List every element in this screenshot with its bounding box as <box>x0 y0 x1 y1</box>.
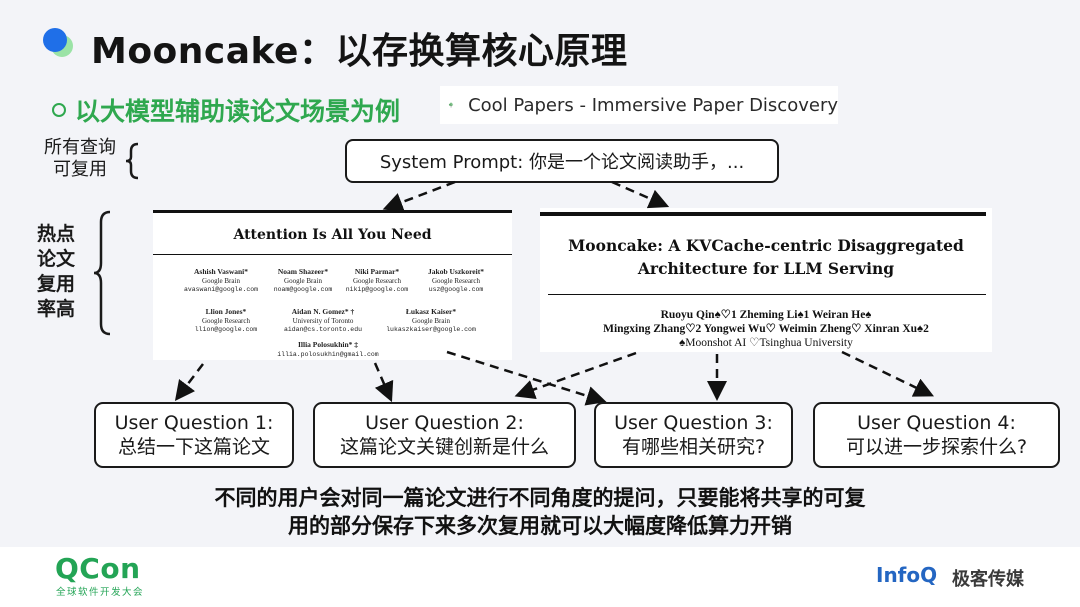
paper2-title-line1: Mooncake: A KVCache-centric Disaggregate… <box>568 236 964 255</box>
author-affil: Google Brain <box>202 276 240 285</box>
brace-small-icon <box>125 142 139 180</box>
paper1-author: Llion Jones* Google Research llion@googl… <box>183 307 269 335</box>
subtitle: 以大模型辅助读论文场景为例 <box>75 97 401 126</box>
bullet-ring-icon <box>52 103 66 117</box>
arrow-paper2-q4 <box>841 350 935 397</box>
paper1-author: Illia Polosukhin* ‡ illia.polosukhin@gma… <box>273 340 383 359</box>
question-box-3: User Question 3: 有哪些相关研究? <box>594 402 793 468</box>
author-affil: Google Research <box>201 316 250 325</box>
author-name: Aidan N. Gomez* † <box>291 307 355 316</box>
arrow-paper1-q1 <box>174 363 204 401</box>
question-2-label: User Question 2: <box>365 412 524 434</box>
author-email: lukaszkaiser@google.com <box>386 326 476 333</box>
question-box-4: User Question 4: 可以进一步探索什么? <box>813 402 1060 468</box>
question-1-text: 总结一下这篇论文 <box>117 436 270 458</box>
paper2-top-rule <box>540 212 986 216</box>
arrow-paper1-q2 <box>373 362 394 403</box>
blue-green-dot-icon <box>43 28 73 57</box>
label-hot-line4: 率高 <box>36 298 75 320</box>
infoq-logo: InfoQ <box>876 563 938 587</box>
question-3-label: User Question 3: <box>614 412 773 434</box>
subtitle-row: 以大模型辅助读论文场景为例 <box>52 92 400 128</box>
question-4-label: User Question 4: <box>857 412 1016 434</box>
label-hot-line2: 论文 <box>36 248 75 270</box>
paper-attention: Attention Is All You Need Ashish Vaswani… <box>153 210 512 360</box>
author-name: Noam Shazeer* <box>277 267 329 276</box>
paper1-author: Aidan N. Gomez* † University of Toronto … <box>273 307 373 335</box>
author-affil: Google Brain <box>412 316 450 325</box>
paper-mooncake: Mooncake: A KVCache-centric Disaggregate… <box>540 208 992 352</box>
arrow-paper2-q2 <box>514 351 637 400</box>
author-email: illia.polosukhin@gmail.com <box>277 350 379 358</box>
question-2-text: 这篇论文关键创新是什么 <box>339 436 549 458</box>
paper1-author: Ashish Vaswani* Google Brain avaswani@go… <box>177 267 265 295</box>
paper2-title: Mooncake: A KVCache-centric Disaggregate… <box>540 234 992 280</box>
label-hot-line1: 热点 <box>36 223 75 245</box>
page-title: Mooncake：以存换算核心原理 <box>91 31 628 72</box>
label-reuse: 所有查询 可复用 <box>36 137 124 181</box>
paper1-bottom-rule <box>153 254 512 255</box>
author-name: Łukasz Kaiser* <box>405 307 457 316</box>
summary-line-2: 用的部分保存下来多次复用就可以大幅度降低算力开销 <box>288 514 792 538</box>
author-name: Illia Polosukhin* ‡ <box>297 340 359 349</box>
arrow-prompt-paper2 <box>611 180 670 209</box>
author-email: aidan@cs.toronto.edu <box>283 326 362 333</box>
qcon-subtitle: 全球软件开发大会 <box>56 587 145 598</box>
author-affil: University of Toronto <box>292 316 354 325</box>
author-email: avaswani@google.com <box>183 286 259 293</box>
paper1-author: Łukasz Kaiser* Google Brain lukaszkaiser… <box>375 307 487 335</box>
footer-bar <box>0 547 1080 607</box>
author-affil: Google Research <box>431 276 480 285</box>
paper1-title: Attention Is All You Need <box>233 227 432 243</box>
paper2-authors-line1: Ruoyu Qin♠♡1 Zheming Li♠1 Weiran He♠ <box>660 309 872 321</box>
coolpapers-banner: Cool Papers - Immersive Paper Discovery <box>440 86 838 124</box>
question-4-text: 可以进一步探索什么? <box>845 436 1028 458</box>
author-affil: Google Brain <box>284 276 322 285</box>
author-email: noam@google.com <box>273 286 333 293</box>
question-box-1: User Question 1: 总结一下这篇论文 <box>94 402 294 468</box>
question-3-text: 有哪些相关研究? <box>621 436 766 458</box>
author-email: usz@google.com <box>428 286 484 293</box>
author-name: Llion Jones* <box>205 307 247 316</box>
question-1-label: User Question 1: <box>114 412 274 434</box>
geek-media-logo: 极客传媒 <box>952 569 1024 590</box>
paper2-affiliations: ♠Moonshot AI ♡Tsinghua University <box>679 337 853 349</box>
label-hot-line3: 复用 <box>36 273 75 295</box>
author-name: Ashish Vaswani* <box>194 267 248 276</box>
brace-large-icon <box>93 210 111 336</box>
paper1-author: Niki Parmar* Google Research nikip@googl… <box>337 267 417 295</box>
paper2-authors-line2: Mingxing Zhang♡2 Yongwei Wu♡ Weimin Zhen… <box>603 323 929 335</box>
author-affil: Google Research <box>352 276 401 285</box>
author-email: nikip@google.com <box>345 286 409 293</box>
label-reuse-line2: 可复用 <box>53 159 107 180</box>
author-name: Niki Parmar* <box>354 267 400 276</box>
paper1-top-rule <box>153 210 512 213</box>
coolpapers-text: Cool Papers - Immersive Paper Discovery <box>468 94 838 116</box>
system-prompt-box: System Prompt: 你是一个论文阅读助手，... <box>345 139 779 183</box>
author-email: llion@google.com <box>194 326 258 333</box>
arrow-prompt-paper1 <box>382 180 456 212</box>
tree-logo-icon <box>448 102 454 108</box>
question-box-2: User Question 2: 这篇论文关键创新是什么 <box>313 402 576 468</box>
label-reuse-line1: 所有查询 <box>44 137 116 158</box>
summary-line-1: 不同的用户会对同一篇论文进行不同角度的提问，只要能将共享的可复 <box>214 486 866 510</box>
paper1-author: Jakob Uszkoreit* Google Research usz@goo… <box>413 267 499 295</box>
qcon-logo: QCon <box>55 552 141 585</box>
paper2-title-line2: Architecture for LLM Serving <box>637 259 895 278</box>
paper1-author: Noam Shazeer* Google Brain noam@google.c… <box>261 267 345 295</box>
author-name: Jakob Uszkoreit* <box>428 267 484 276</box>
paper2-bottom-rule <box>548 294 986 295</box>
label-hot-papers: 热点 论文 复用 率高 <box>28 222 84 322</box>
